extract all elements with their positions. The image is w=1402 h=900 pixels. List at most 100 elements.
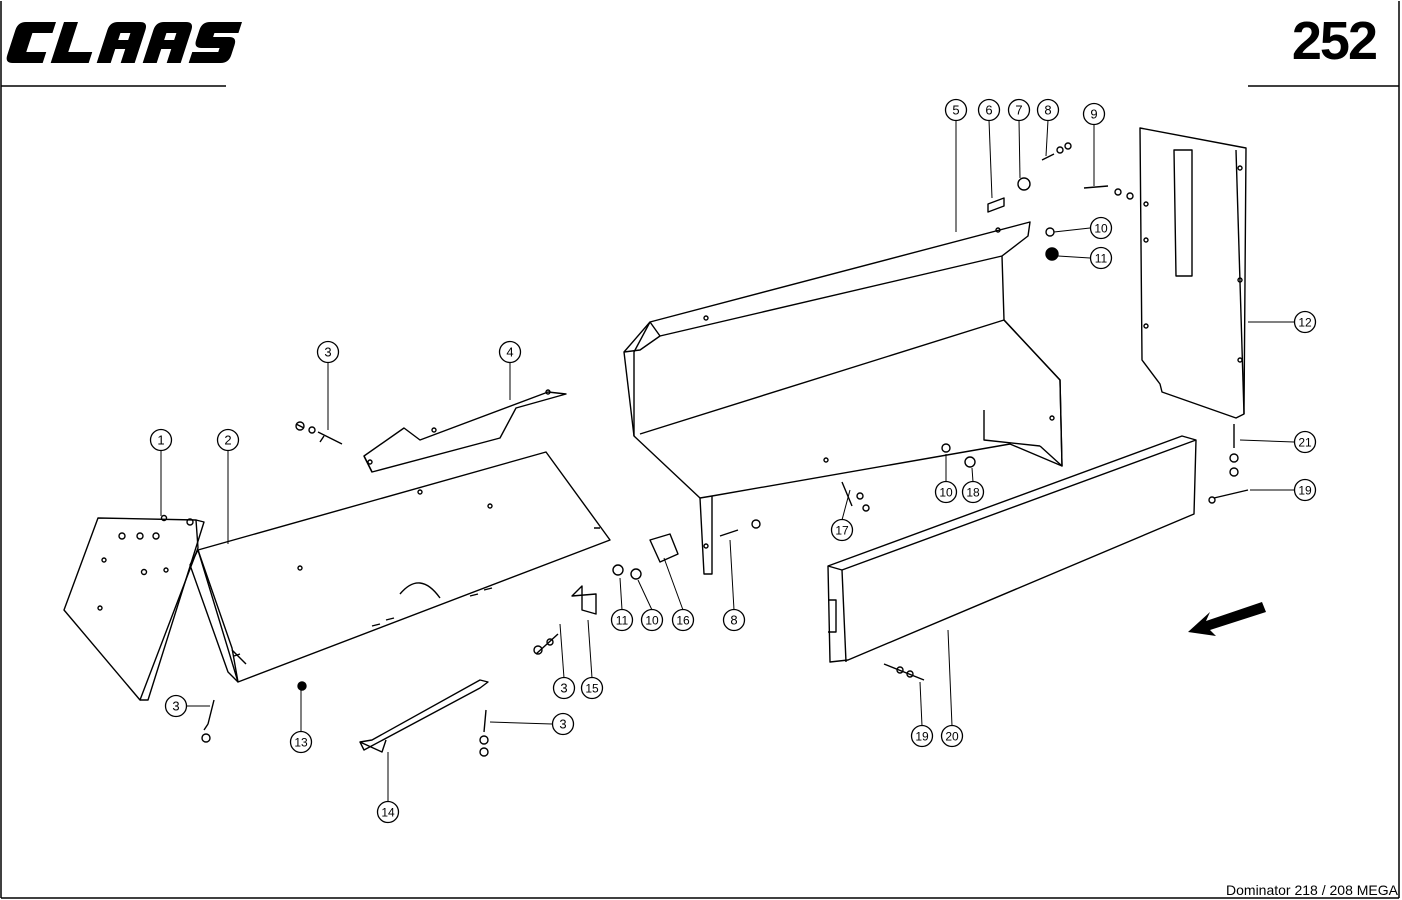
- callout-number: 3: [324, 345, 331, 360]
- callout-c10a: 10: [640, 608, 664, 632]
- callout-c5: 5: [944, 98, 968, 122]
- callout-circle: [1082, 102, 1106, 126]
- callout-c11a: 11: [610, 608, 634, 632]
- callout-circle: [164, 694, 188, 718]
- callout-number: 21: [1298, 436, 1312, 450]
- callout-circle: [552, 676, 576, 700]
- callout-circle: [580, 676, 604, 700]
- callout-number: 17: [835, 524, 849, 538]
- callout-circle: [149, 428, 173, 452]
- part-4-bracket: [363, 389, 567, 473]
- callout-c8a: 8: [722, 608, 746, 632]
- claas-logo: [6, 22, 242, 63]
- callout-c18: 18: [961, 480, 985, 504]
- callout-c11b: 11: [1089, 246, 1113, 270]
- callout-number: 1: [157, 433, 164, 448]
- callout-circle: [289, 730, 313, 754]
- hardware-fasteners: [201, 142, 1249, 757]
- callout-c16: 16: [671, 608, 695, 632]
- callout-c3a: 3: [316, 340, 340, 364]
- callout-circle: [1036, 98, 1060, 122]
- callout-c8b: 8: [1036, 98, 1060, 122]
- callout-number: 15: [585, 682, 599, 696]
- callout-c20: 20: [940, 724, 964, 748]
- callout-number: 2: [224, 433, 231, 448]
- callout-c19a: 19: [1293, 478, 1317, 502]
- callout-circle: [940, 724, 964, 748]
- callout-c10b: 10: [1089, 216, 1113, 240]
- callout-circle: [1007, 98, 1031, 122]
- callout-number: 7: [1015, 103, 1022, 118]
- callout-number: 18: [966, 486, 980, 500]
- callout-c4: 4: [498, 340, 522, 364]
- callout-c17: 17: [830, 518, 854, 542]
- callout-circle: [934, 480, 958, 504]
- callout-number: 3: [559, 717, 566, 732]
- part-12-rear-panel: [1139, 127, 1247, 419]
- page-number: 252: [1291, 11, 1378, 71]
- callout-number: 8: [730, 613, 737, 628]
- callout-number: 3: [560, 681, 567, 696]
- callout-circle: [977, 98, 1001, 122]
- callout-number: 20: [945, 730, 959, 744]
- part-2-side-guard: [189, 451, 611, 683]
- callout-c3b: 3: [164, 694, 188, 718]
- callout-circle: [944, 98, 968, 122]
- callout-number: 12: [1298, 316, 1312, 330]
- callout-number: 11: [616, 614, 629, 628]
- callout-c19b: 19: [910, 724, 934, 748]
- callout-c9: 9: [1082, 102, 1106, 126]
- callout-number: 10: [939, 486, 953, 500]
- callout-c13: 13: [289, 730, 313, 754]
- callout-number: 10: [1094, 222, 1108, 236]
- callout-circle: [1089, 216, 1113, 240]
- callout-circle: [910, 724, 934, 748]
- callout-circle: [498, 340, 522, 364]
- callout-c14: 14: [376, 800, 400, 824]
- callout-number: 8: [1044, 103, 1051, 118]
- callout-circle: [610, 608, 634, 632]
- callout-circle: [640, 608, 664, 632]
- callout-number: 14: [381, 806, 395, 820]
- part-14-support-strut: [359, 679, 489, 753]
- callout-number: 13: [294, 736, 308, 750]
- callout-circle: [1293, 430, 1317, 454]
- callout-number: 3: [172, 699, 179, 714]
- callout-c3d: 3: [552, 676, 576, 700]
- callout-circle: [1293, 478, 1317, 502]
- callout-circle: [961, 480, 985, 504]
- callout-c7: 7: [1007, 98, 1031, 122]
- callout-number: 6: [985, 103, 992, 118]
- callout-circle: [1293, 310, 1317, 334]
- part-5-main-guard: [623, 221, 1063, 575]
- callout-c21: 21: [1293, 430, 1317, 454]
- callout-circle: [551, 712, 575, 736]
- callout-circle: [830, 518, 854, 542]
- callout-circle: [671, 608, 695, 632]
- callout-c3c: 3: [551, 712, 575, 736]
- part-20-bottom-board: [827, 435, 1197, 663]
- callout-circle: [216, 428, 240, 452]
- callout-number: 4: [506, 345, 513, 360]
- callout-circle: [1089, 246, 1113, 270]
- callout-leaders: [160, 119, 1295, 802]
- callout-c10c: 10: [934, 480, 958, 504]
- callout-c2: 2: [216, 428, 240, 452]
- callout-number: 16: [676, 614, 690, 628]
- part-1-end-plate: [63, 514, 205, 701]
- footer-model-label: Dominator 218 / 208 MEGA: [1226, 882, 1398, 898]
- callout-circle: [316, 340, 340, 364]
- callout-c12: 12: [1293, 310, 1317, 334]
- callout-c1: 1: [149, 428, 173, 452]
- direction-arrow-icon: [1188, 602, 1266, 636]
- callout-number: 19: [915, 730, 929, 744]
- callout-number: 11: [1095, 252, 1108, 266]
- callout-number: 19: [1298, 484, 1312, 498]
- callout-circle: [376, 800, 400, 824]
- callout-number: 9: [1090, 107, 1097, 122]
- callout-circle: [722, 608, 746, 632]
- callout-c15: 15: [580, 676, 604, 700]
